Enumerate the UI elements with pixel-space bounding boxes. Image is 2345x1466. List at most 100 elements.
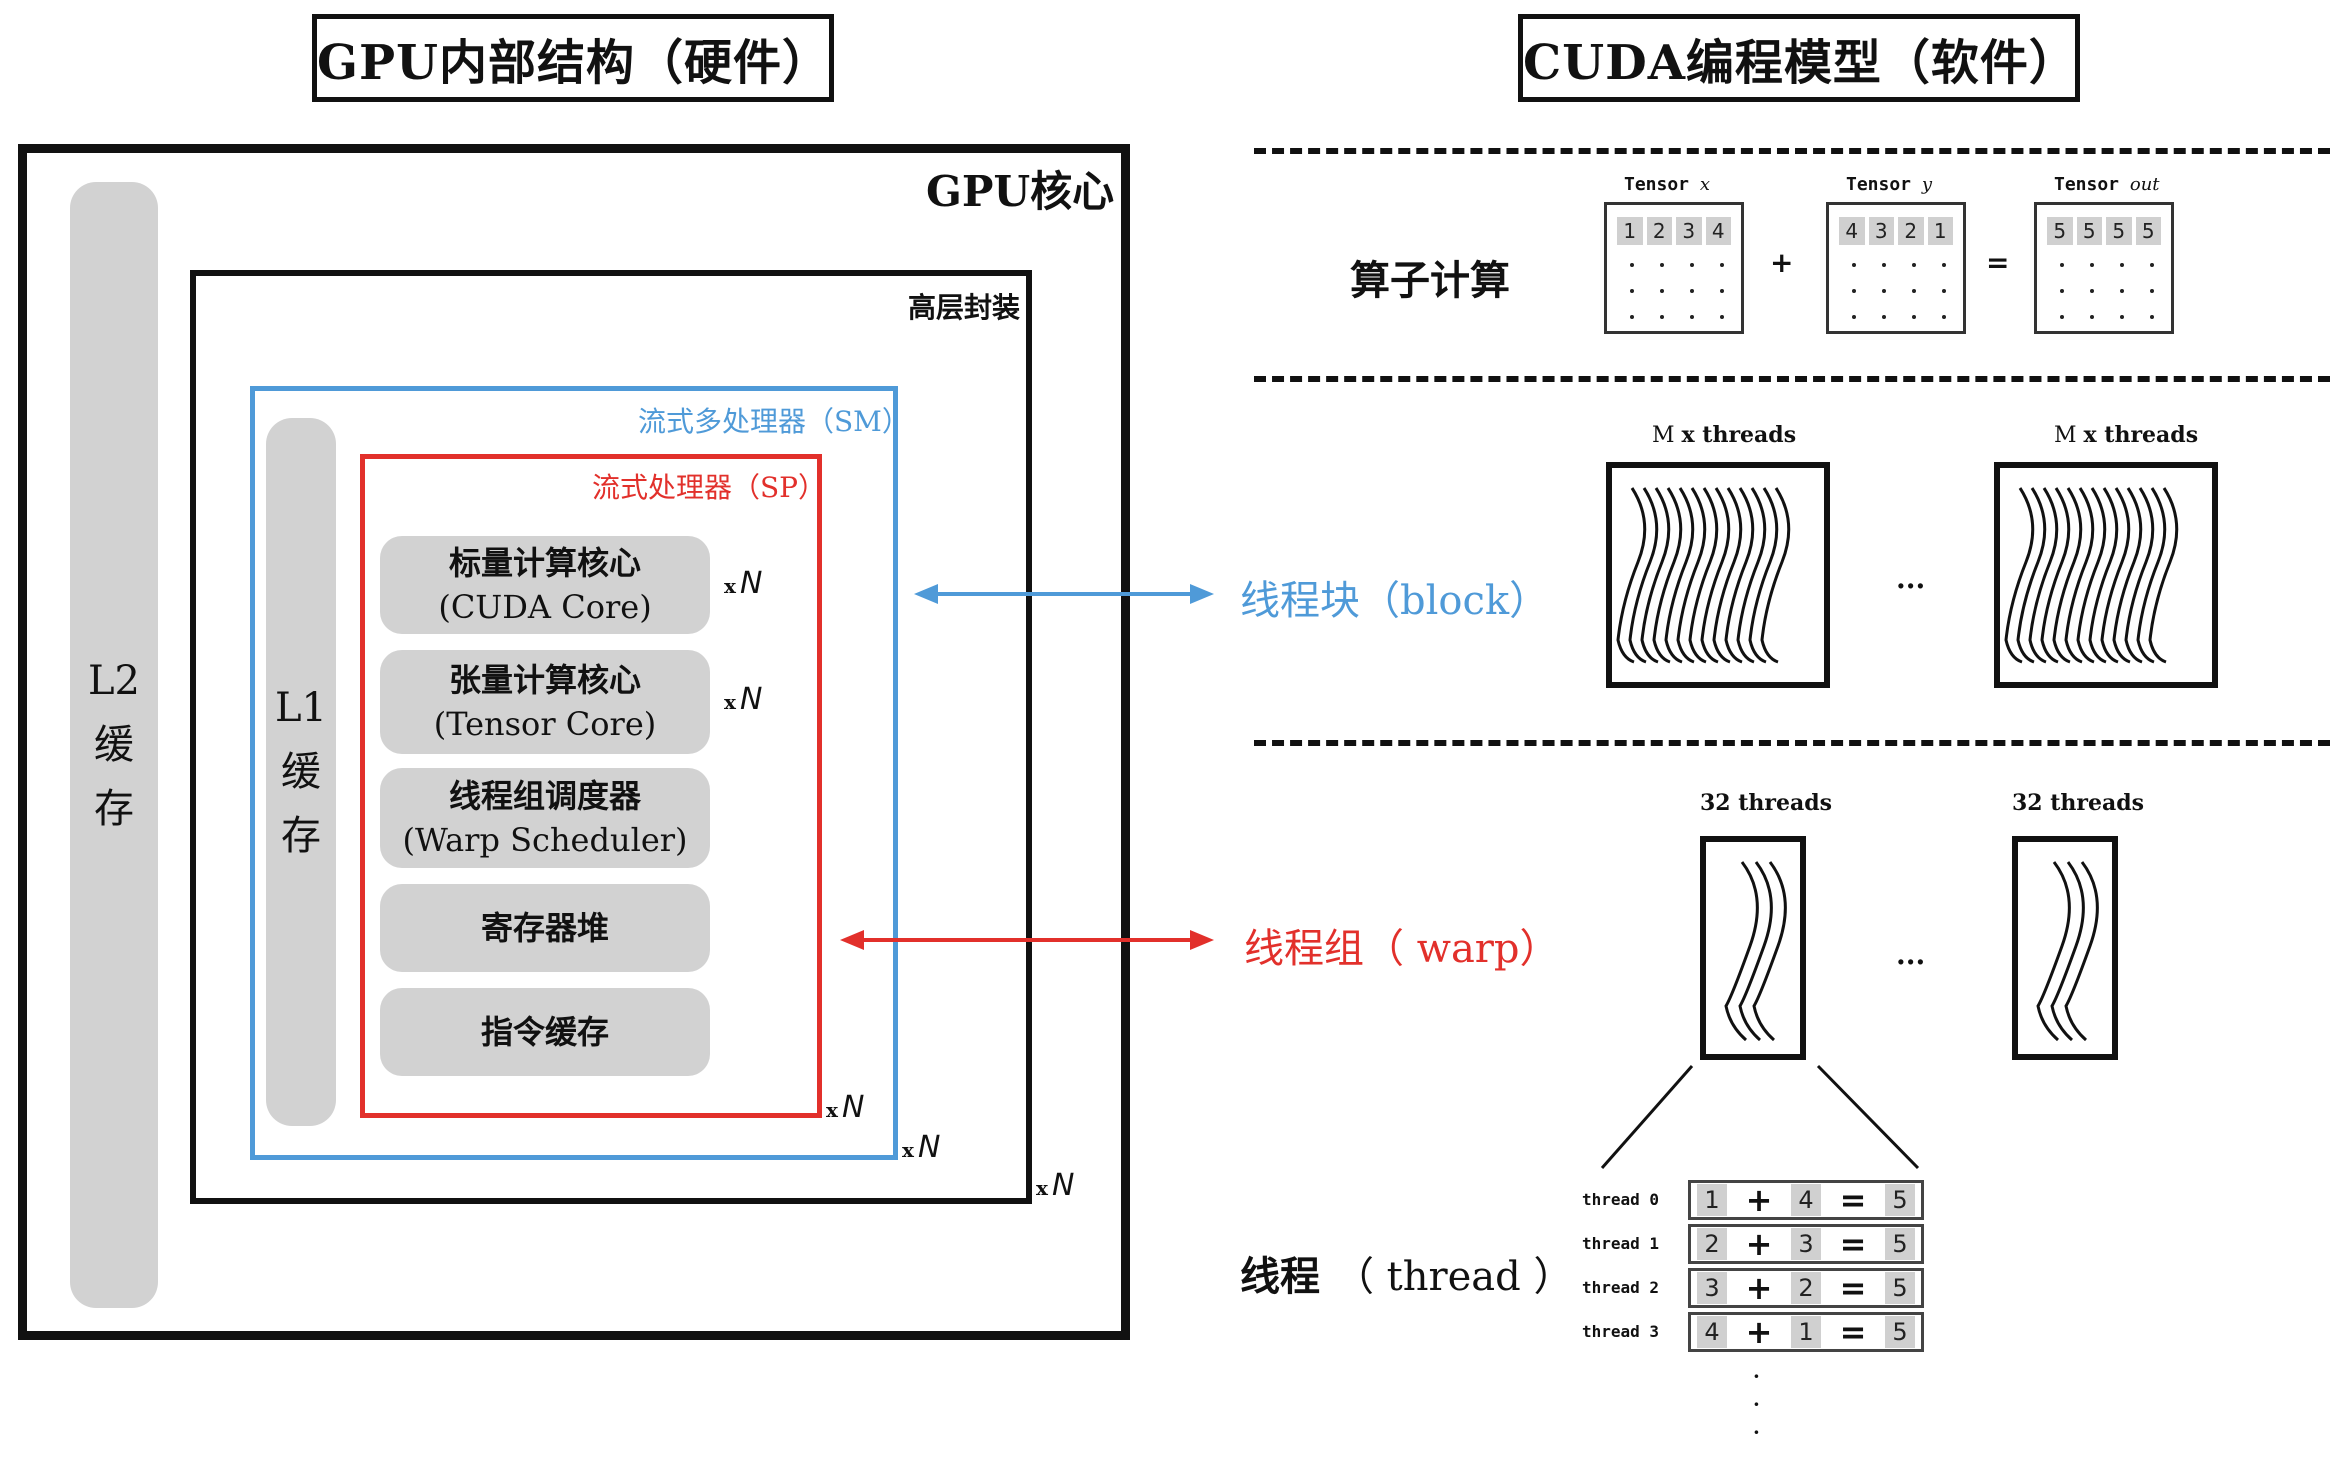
ellipsis-dot <box>2090 263 2094 267</box>
block-label-zh: 线程块 <box>1240 578 1360 624</box>
sp-frame <box>360 454 822 1118</box>
warp-label-zh: 线程组 <box>1244 926 1364 972</box>
ellipsis-dot <box>1882 315 1886 319</box>
tensor-cell: 5 <box>2106 217 2132 245</box>
thread-line <box>2064 487 2095 664</box>
caption-m: M <box>2054 423 2077 448</box>
warp-arrow <box>840 930 1214 950</box>
divider <box>1254 740 2330 746</box>
times-sign: x <box>724 690 736 714</box>
times-sign: x <box>902 1138 914 1162</box>
thread-line <box>1724 861 1759 1042</box>
thread-line <box>2040 487 2071 664</box>
ellipsis-dot <box>1720 263 1724 267</box>
tensor-core-multiplier: x N <box>724 682 762 717</box>
thread-line <box>1738 861 1773 1042</box>
tensor-cell: 1 <box>1617 217 1643 245</box>
tensor-var: y <box>1921 174 1933 195</box>
l1-cache-line: 存 <box>281 813 321 859</box>
software-title: CUDA编程模型（软件） <box>1518 14 2080 102</box>
tensor-ellipsis-grid <box>1839 263 1953 319</box>
plus-sign: + <box>1745 1181 1773 1219</box>
thread-line <box>2124 487 2155 664</box>
block-caption: M x threads <box>1652 422 1796 448</box>
ellipsis-dot <box>1912 315 1916 319</box>
l1-cache-line: L1 <box>274 685 327 731</box>
tensor-cell: 3 <box>1868 217 1894 245</box>
tensor-caption: Tensor y <box>1846 174 1932 195</box>
ellipsis-dot <box>1942 263 1946 267</box>
ellipsis-dot <box>2060 315 2064 319</box>
warp-box <box>1700 836 1806 1060</box>
package-label: 高层封装 <box>908 291 1021 324</box>
software-title-text: CUDA编程模型（软件） <box>1523 35 2078 91</box>
unit-name-zh: 寄存器堆 <box>480 909 609 947</box>
thread-label-en: （ thread ） <box>1333 1254 1574 1300</box>
tensor-caption: Tensor out <box>2054 174 2160 195</box>
block-caption: M x threads <box>2054 422 2198 448</box>
unit-name-zh: 指令缓存 <box>480 1013 609 1051</box>
tensor-var: out <box>2129 174 2160 195</box>
result: 5 <box>1885 1228 1915 1260</box>
thread-line <box>1760 487 1791 664</box>
n-symbol: N <box>841 1090 865 1125</box>
ellipsis-dot <box>2060 263 2064 267</box>
tensor-core-unit: 张量计算核心 (Tensor Core) <box>380 650 710 754</box>
tensor-cell: 3 <box>1676 217 1702 245</box>
thread-line <box>1736 487 1767 664</box>
ellipsis-dot <box>2060 289 2064 293</box>
ellipsis-dot <box>1852 315 1856 319</box>
operand-b: 3 <box>1791 1228 1821 1260</box>
ellipsis-dot <box>2150 315 2154 319</box>
ellipsis-dot <box>1630 289 1634 293</box>
cuda-core-multiplier: x N <box>724 566 762 601</box>
warp-ellipsis: ... <box>1896 938 1926 971</box>
thread-line <box>2148 487 2179 664</box>
ellipsis-dot <box>2120 289 2124 293</box>
equals-sign: = <box>1839 1269 1867 1307</box>
tensor-cell: 2 <box>1898 217 1924 245</box>
block-ellipsis: ... <box>1896 562 1926 595</box>
ellipsis-dot <box>1882 263 1886 267</box>
ellipsis-dot <box>2120 263 2124 267</box>
times-sign: x <box>826 1098 838 1122</box>
thread-name: thread 3 <box>1582 1322 1660 1341</box>
l1-cache: L1 缓 存 <box>266 418 336 1126</box>
ellipsis-dot <box>1630 263 1634 267</box>
thread-label-zh: 线程 <box>1240 1253 1320 1300</box>
tensor-name: Tensor <box>1846 174 1912 195</box>
operand-a: 1 <box>1697 1184 1727 1216</box>
plus-sign: + <box>1770 246 1794 279</box>
thread-line <box>1640 487 1671 664</box>
operand-a: 3 <box>1697 1272 1727 1304</box>
unit-name-en: (CUDA Core) <box>438 588 652 626</box>
thread-line <box>2004 487 2035 664</box>
tensor-name: Tensor <box>1624 174 1690 195</box>
operator-label: 算子计算 <box>1350 257 1510 304</box>
tensor-ellipsis-grid <box>2047 263 2161 319</box>
thread-line <box>1700 487 1731 664</box>
equals-sign: = <box>1839 1225 1867 1263</box>
ellipsis-dot <box>1942 289 1946 293</box>
equals-sign: = <box>1986 246 2010 279</box>
unit-name-zh: 标量计算核心 <box>448 544 641 582</box>
n-symbol: N <box>739 566 763 601</box>
ellipsis-dot <box>1852 263 1856 267</box>
tensor-cell: 4 <box>1705 217 1731 245</box>
ellipsis-dot: · <box>1752 1388 1761 1421</box>
ellipsis-dot <box>1690 289 1694 293</box>
thread-line <box>1724 487 1755 664</box>
warp-caption: 32 threads <box>1700 790 1833 816</box>
tensor-cell: 4 <box>1839 217 1865 245</box>
ellipsis-dot <box>1660 315 1664 319</box>
divider <box>1254 148 2330 154</box>
thread-line <box>2100 487 2131 664</box>
l2-cache-line: 存 <box>94 786 134 832</box>
register-file-unit: 寄存器堆 <box>380 884 710 972</box>
zoom-lines <box>1600 1064 1920 1170</box>
ellipsis-dot <box>2150 263 2154 267</box>
thread-line <box>1652 487 1683 664</box>
